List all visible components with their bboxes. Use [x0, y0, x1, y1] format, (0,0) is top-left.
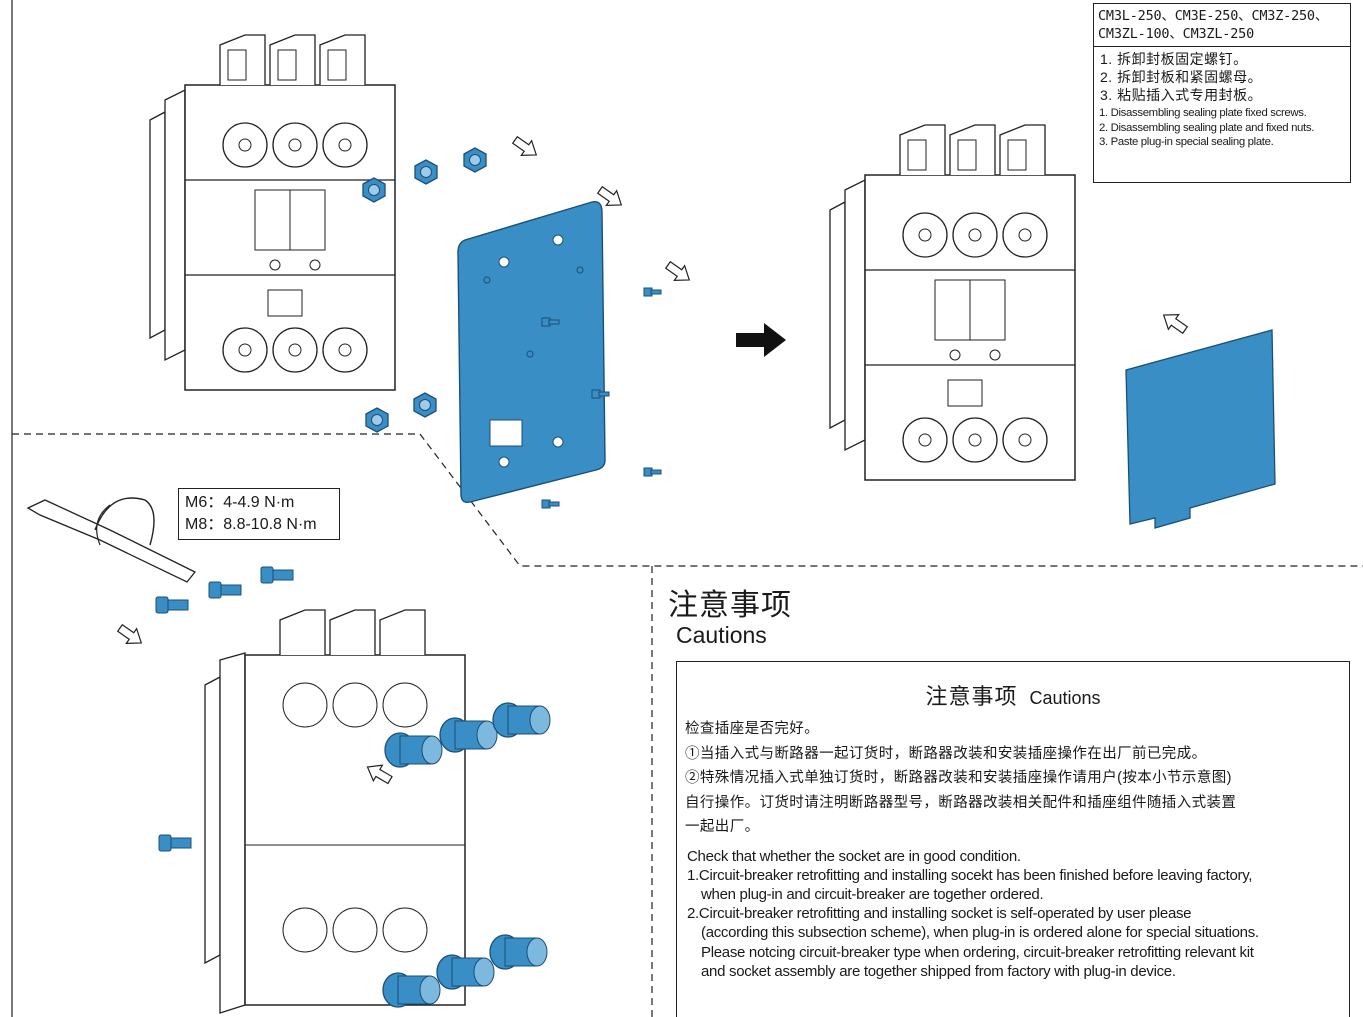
cautions-box: 注意事项 Cautions 检查插座是否完好。 ①当插入式与断路器一起订货时，断路… — [676, 661, 1350, 1017]
caution-cn-line: ②特殊情况插入式单独订货时，断路器改装和安装插座操作请用户(按本小节示意图) — [685, 770, 1232, 786]
arrow-out — [114, 620, 148, 651]
model-line: CM3L-250、CM3E-250、CM3Z-250、 — [1098, 8, 1329, 24]
bolt — [155, 596, 189, 614]
special-sealing-plate — [1125, 329, 1276, 529]
arrow-in — [1157, 307, 1191, 338]
model-line: CM3ZL-100、CM3ZL-250 — [1098, 26, 1254, 42]
breaker-top-left — [149, 34, 396, 391]
nut — [362, 177, 386, 203]
box-title-cn: 注意事项 — [925, 684, 1018, 709]
nut — [414, 159, 438, 185]
cautions-en: Check that whether the socket are in goo… — [677, 840, 1349, 981]
step-en: 3. Paste plug-in special sealing plate. — [1099, 136, 1274, 148]
torque-callout: M6：4-4.9 N·m M8：8.8-10.8 N·m — [178, 488, 340, 540]
caution-cn-line: 自行操作。订货时请注明断路器型号，断路器改装相关配件和插座组件随插入式装置 — [685, 794, 1237, 811]
caution-en-line: and socket assembly are together shipped… — [701, 962, 1176, 980]
socket — [492, 702, 551, 738]
caution-en-line: (according this subsection scheme), when… — [701, 924, 1259, 942]
step-cn: 1. 拆卸封板固定螺钉。 — [1100, 51, 1248, 67]
box-title-en: Cautions — [1029, 688, 1101, 708]
caution-cn-line: 一起出厂。 — [685, 819, 760, 835]
step-cn: 3. 粘贴插入式专用封板。 — [1100, 87, 1263, 103]
caution-cn-line: 检查插座是否完好。 — [685, 721, 820, 737]
socket — [382, 972, 441, 1008]
step-en: 1. Disassembling sealing plate fixed scr… — [1099, 107, 1307, 119]
hex-wrench — [26, 497, 197, 583]
model-steps-panel: CM3L-250、CM3E-250、CM3Z-250、 CM3ZL-100、CM… — [1093, 3, 1351, 183]
model-list: CM3L-250、CM3E-250、CM3Z-250、 CM3ZL-100、CM… — [1094, 4, 1350, 47]
socket — [436, 954, 495, 990]
cautions-title-cn: 注意事项 — [668, 589, 792, 622]
screw — [643, 467, 662, 477]
socket — [384, 732, 443, 768]
caution-en-line: Check that whether the socket are in goo… — [687, 847, 1021, 865]
torque-m6: M6：4-4.9 N·m — [185, 494, 295, 511]
torque-m8: M8：8.8-10.8 N·m — [185, 516, 317, 533]
bolt — [260, 566, 294, 584]
bolt — [158, 834, 192, 852]
steps-cn: 1. 拆卸封板固定螺钉。 2. 拆卸封板和紧固螺母。 3. 粘贴插入式专用封板。 — [1094, 47, 1350, 104]
screw — [541, 499, 560, 509]
arrow-out — [509, 132, 543, 163]
socket — [489, 934, 548, 970]
caution-en-line: 1.Circuit-breaker retrofitting and insta… — [687, 866, 1253, 884]
breaker-bottom — [204, 609, 466, 1014]
step-cn: 2. 拆卸封板和紧固螺母。 — [1100, 69, 1263, 85]
caution-en-line: Please notcing circuit-breaker type when… — [701, 943, 1254, 961]
arrow-out — [662, 257, 696, 288]
cautions-title-en: Cautions — [676, 622, 767, 648]
caution-cn-line: ①当插入式与断路器一起订货时，断路器改装和安装插座操作在出厂前已完成。 — [685, 745, 1207, 762]
nut — [463, 147, 487, 173]
cautions-box-heading: 注意事项 Cautions — [677, 679, 1349, 711]
breaker-top-right — [829, 124, 1076, 481]
caution-en-line: when plug-in and circuit-breaker are tog… — [701, 885, 1044, 903]
steps-en: 1. Disassembling sealing plate fixed scr… — [1094, 104, 1350, 150]
socket — [439, 717, 498, 753]
sealing-plate — [457, 201, 606, 504]
step-arrow — [736, 323, 786, 357]
nut — [365, 407, 389, 433]
screw — [591, 389, 610, 399]
nut — [413, 392, 437, 418]
step-en: 2. Disassembling sealing plate and fixed… — [1099, 121, 1315, 134]
caution-en-line: 2.Circuit-breaker retrofitting and insta… — [687, 905, 1192, 923]
section-divider — [12, 433, 1363, 567]
bolt — [208, 581, 242, 599]
cautions-cn: 检查插座是否完好。 ①当插入式与断路器一起订货时，断路器改装和安装插座操作在出厂… — [677, 711, 1349, 840]
screw — [643, 287, 662, 297]
